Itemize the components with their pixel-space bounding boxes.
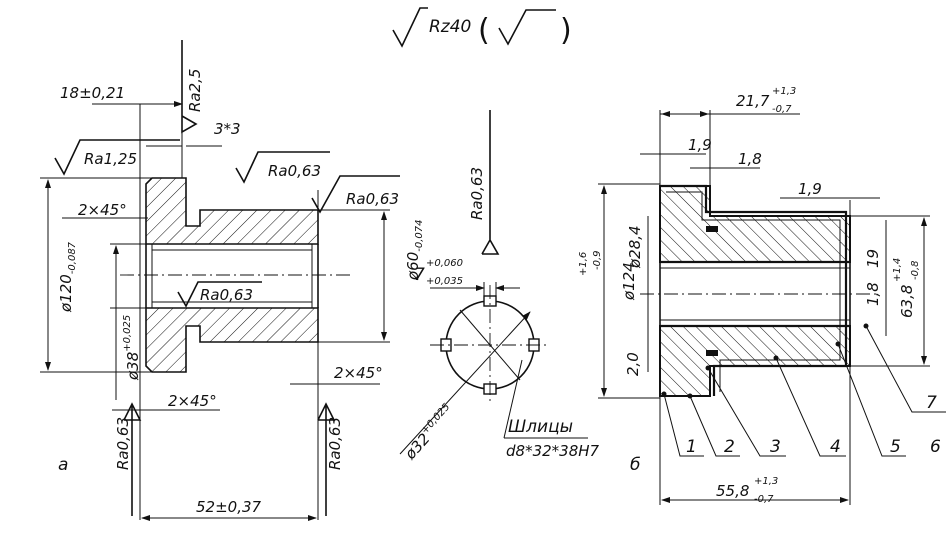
dim-1-9-right: 1,9 <box>798 180 822 198</box>
roughness-bracket-open: ( <box>478 13 490 48</box>
dim-55-8: 55,8 <box>716 482 749 500</box>
dim-groove-3x3: 3*3 <box>214 120 241 138</box>
dia-124: ø124 <box>620 262 638 301</box>
dim-55-8-upper: +1,3 <box>754 476 778 487</box>
chamfer-bottom-left: 2×45° <box>168 392 217 410</box>
dim-length-18: 18±0,21 <box>60 84 125 102</box>
view-b-section: 21,7 +1,3 -0,7 1,9 1,8 1,9 ø124 +1,6 -0,… <box>578 86 946 505</box>
dia-120: ø120-0,087 <box>57 241 78 313</box>
spline-dim-7-upper: +0,060 <box>426 258 463 269</box>
roughness-ra2-5: Ra2,5 <box>186 69 204 112</box>
dia-28-4: ø28,4 <box>626 225 644 269</box>
dim-1-8-right: 1,8 <box>864 282 882 306</box>
callout-3: 3 <box>770 437 781 457</box>
dim-21-7-upper: +1,3 <box>772 86 796 97</box>
spline-title: Шлицы <box>508 417 573 437</box>
roughness-bracket-close: ) <box>560 13 572 48</box>
callout-6: 6 <box>930 437 941 457</box>
spline-cross-section: Ra0,63 7 +0,060 +0,035 ø32+0,025 Шлицы d… <box>399 110 600 464</box>
view-a-label: а <box>58 455 68 475</box>
spline-dim-7: 7 <box>414 265 425 285</box>
chamfer-top: 2×45° <box>78 201 127 219</box>
callout-5: 5 <box>890 437 901 457</box>
dim-2-0: 2,0 <box>624 352 642 376</box>
dia-63-8-lower: -0,8 <box>910 260 921 280</box>
callout-2: 2 <box>724 437 735 457</box>
spline-dim-7-lower: +0,035 <box>426 276 463 287</box>
callout-4: 4 <box>830 437 841 457</box>
dim-21-7: 21,7 <box>736 92 770 110</box>
dim-length-52: 52±0,37 <box>196 498 262 516</box>
roughness-ra0-63-top: Ra0,63 <box>268 162 321 180</box>
roughness-ra0-63-right: Ra0,63 <box>346 190 399 208</box>
dia-124-upper: +1,6 <box>578 252 589 276</box>
dia-60: ø60-0,074 <box>404 219 425 281</box>
callout-1: 1 <box>686 437 697 457</box>
dim-1-9-top: 1,9 <box>688 136 712 154</box>
view-a-section: 18±0,21 Ra2,5 3*3 Ra1,25 Ra0,63 Ra0,63 2… <box>40 40 425 521</box>
callout-7: 7 <box>926 393 937 413</box>
dim-19: 19 <box>864 249 882 268</box>
dia-63-8: 63,8 <box>898 285 916 318</box>
top-roughness-symbol: Rz40 ( ) <box>392 7 572 48</box>
dia-124-lower: -0,9 <box>592 250 603 270</box>
top-roughness-value: Rz40 <box>429 17 471 37</box>
dia-63-8-upper: +1,4 <box>892 258 903 282</box>
dim-55-8-lower: -0,7 <box>754 494 774 505</box>
spline-roughness-ra0-63: Ra0,63 <box>468 167 486 220</box>
roughness-ra0-63-left-face: Ra0,63 <box>114 417 132 470</box>
roughness-ra1-25: Ra1,25 <box>84 150 137 168</box>
spline-spec: d8*32*38H7 <box>506 442 600 460</box>
dim-1-8-top: 1,8 <box>738 150 762 168</box>
roughness-ra0-63-right-face: Ra0,63 <box>326 417 344 470</box>
spline-dia-32: ø32+0,025 <box>400 402 458 464</box>
dim-21-7-lower: -0,7 <box>772 104 792 115</box>
chamfer-bottom-right: 2×45° <box>334 364 383 382</box>
dia-38: ø38+0,025 <box>122 315 142 381</box>
roughness-ra0-63-bore: Ra0,63 <box>200 286 253 304</box>
view-b-label: б <box>630 455 640 475</box>
